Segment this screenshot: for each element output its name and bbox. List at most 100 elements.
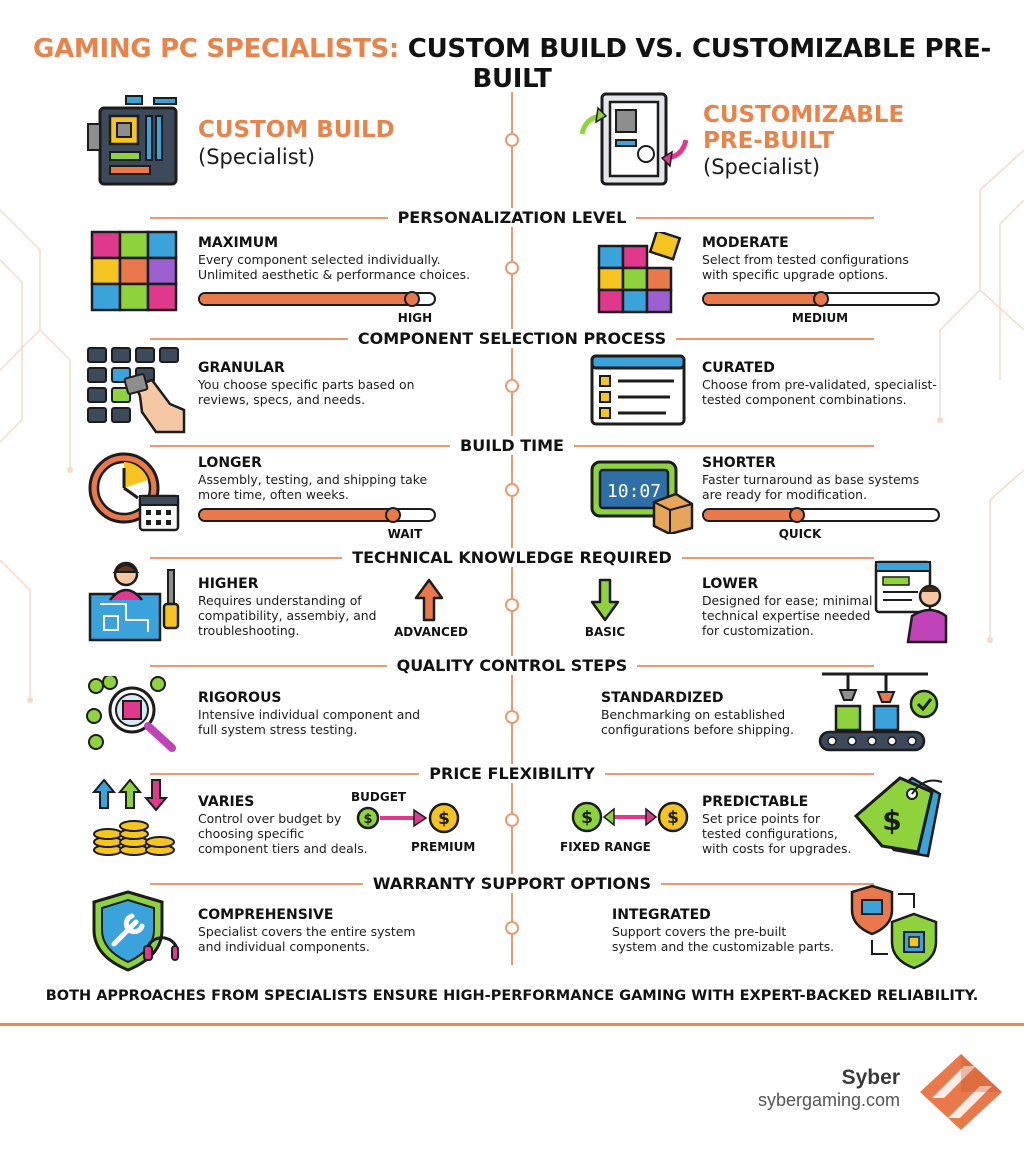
- motherboard-icon: [87, 95, 178, 186]
- section-label: PERSONALIZATION LEVEL: [387, 208, 637, 227]
- section-quality-control: QUALITY CONTROL STEPS: [0, 656, 1024, 675]
- item-heading: STANDARDIZED: [601, 690, 724, 706]
- item-heading: SHORTER: [702, 455, 776, 471]
- prebuilt-title-line2: PRE-BUILT: [703, 128, 835, 154]
- section-label: TECHNICAL KNOWLEDGE REQUIRED: [342, 548, 682, 567]
- item-line: Assembly, testing, and shipping take: [198, 472, 428, 487]
- dollar-symbol: $: [363, 812, 372, 827]
- arrow-up-icon: [414, 578, 444, 622]
- item-heading: GRANULAR: [198, 360, 285, 376]
- item-heading: LONGER: [198, 455, 262, 471]
- item-line: You choose specific parts based on: [198, 377, 415, 392]
- item-line: Control over budget by: [198, 811, 342, 826]
- clock-calendar-icon: [88, 452, 180, 532]
- syber-logo-icon: [920, 1054, 1002, 1130]
- personalization-left: MAXIMUM Every component selected individ…: [198, 235, 498, 282]
- item-line: configurations before shipping.: [601, 722, 794, 737]
- section-label: WARRANTY SUPPORT OPTIONS: [362, 874, 662, 893]
- title-highlight: GAMING PC SPECIALISTS:: [33, 34, 400, 64]
- item-line: reviews, specs, and needs.: [198, 392, 366, 407]
- brand-url[interactable]: sybergaming.com: [757, 1090, 900, 1110]
- item-heading: MODERATE: [702, 235, 789, 251]
- meter-label: WAIT: [387, 527, 423, 541]
- price-left: VARIES Control over budget by choosing s…: [198, 794, 378, 856]
- price-right: PREDICTABLE Set price points for tested …: [702, 794, 872, 856]
- techknow-right: LOWER Designed for ease; minimal technic…: [702, 576, 892, 638]
- fixed-range-icon: $ $: [571, 801, 689, 833]
- item-line: more time, often weeks.: [198, 487, 349, 502]
- engineer-blueprint-icon: [88, 561, 180, 642]
- page-title: GAMING PC SPECIALISTS: CUSTOM BUILD VS. …: [0, 34, 1024, 94]
- meter-knob: [789, 507, 806, 523]
- selection-left: GRANULAR You choose specific parts based…: [198, 360, 488, 407]
- personalization-right: MODERATE Select from tested configuratio…: [702, 235, 962, 282]
- dollar-symbol: $: [882, 804, 901, 837]
- dollar-symbol: $: [667, 808, 679, 828]
- item-line: for customization.: [702, 623, 814, 638]
- section-label: PRICE FLEXIBILITY: [419, 764, 605, 783]
- price-tag-icon: $: [853, 776, 943, 858]
- coins-arrows-icon: [91, 778, 175, 856]
- brand-name: Syber: [841, 1066, 900, 1089]
- item-heading: PREDICTABLE: [702, 794, 809, 810]
- item-heading: MAXIMUM: [198, 235, 279, 251]
- item-heading: HIGHER: [198, 576, 259, 592]
- footer-divider: [0, 1023, 1024, 1026]
- prebuilt-subtitle: (Specialist): [703, 155, 821, 179]
- shield-wrench-icon: [92, 890, 179, 972]
- meter-label: QUICK: [778, 527, 822, 541]
- item-line: Faster turnaround as base systems: [702, 472, 920, 487]
- custom-build-subtitle: (Specialist): [198, 145, 316, 169]
- budget-to-premium-icon: $ $: [356, 802, 460, 834]
- user-screen-icon: [874, 560, 948, 644]
- item-line: Designed for ease; minimal: [702, 593, 873, 608]
- item-line: Choose from pre-validated, specialist-: [702, 377, 937, 392]
- buildtime-left: LONGER Assembly, testing, and shipping t…: [198, 455, 488, 502]
- dual-shield-icon: [850, 884, 938, 970]
- section-label: QUALITY CONTROL STEPS: [386, 656, 638, 675]
- meter-knob: [404, 291, 421, 307]
- section-warranty: WARRANTY SUPPORT OPTIONS: [0, 874, 1024, 893]
- meter-fill: [704, 510, 798, 520]
- section-label: COMPONENT SELECTION PROCESS: [347, 329, 677, 348]
- item-line: Specialist covers the entire system: [198, 924, 416, 939]
- magnifier-chip-icon: [86, 676, 176, 752]
- buildtime-right: SHORTER Faster turnaround as base system…: [702, 455, 982, 502]
- item-line: Intensive individual component and: [198, 707, 421, 722]
- quality-right: STANDARDIZED Benchmarking on established…: [601, 690, 831, 737]
- footer-statement: BOTH APPROACHES FROM SPECIALISTS ENSURE …: [45, 988, 979, 1004]
- item-line: with costs for upgrades.: [702, 841, 852, 856]
- quality-left: RIGOROUS Intensive individual component …: [198, 690, 488, 737]
- item-line: are ready for modification.: [702, 487, 867, 502]
- buildtime-left-meter: [198, 508, 436, 522]
- item-line: compatibility, assembiy, and: [198, 608, 377, 623]
- buildtime-right-meter: [702, 508, 940, 522]
- fixed-range-label: FIXED RANGE: [560, 840, 651, 854]
- warranty-right: INTEGRATED Support covers the pre-built …: [612, 907, 862, 954]
- item-heading: CURATED: [702, 360, 775, 376]
- meter-knob: [385, 507, 402, 523]
- section-build-time: BUILD TIME: [0, 436, 1024, 455]
- prebuilt-title-line1: CUSTOMIZABLE: [703, 102, 905, 128]
- custom-build-title: CUSTOM BUILD: [198, 117, 395, 143]
- item-line: Select from tested configurations: [702, 252, 909, 267]
- item-line: tested configurations,: [702, 826, 838, 841]
- selection-right: CURATED Choose from pre-validated, speci…: [702, 360, 982, 407]
- item-line: full system stress testing.: [198, 722, 358, 737]
- item-heading: INTEGRATED: [612, 907, 711, 923]
- meter-fill: [704, 294, 821, 304]
- assembly-line-icon: [818, 672, 939, 752]
- arrow-down-icon: [590, 578, 620, 622]
- dollar-symbol: $: [438, 809, 450, 829]
- pc-case-icon: [579, 92, 689, 186]
- item-heading: LOWER: [702, 576, 759, 592]
- meter-label: HIGH: [397, 311, 433, 325]
- section-technical-knowledge: TECHNICAL KNOWLEDGE REQUIRED: [0, 548, 1024, 567]
- arrow-basic-label: BASIC: [584, 625, 626, 639]
- component-chips-icon: [87, 347, 186, 434]
- section-price-flexibility: PRICE FLEXIBILITY: [0, 764, 1024, 783]
- puzzle-piece-icon: [597, 232, 682, 314]
- item-line: component tiers and deals.: [198, 841, 368, 856]
- item-heading: COMPREHENSIVE: [198, 907, 334, 923]
- item-line: and individual components.: [198, 939, 370, 954]
